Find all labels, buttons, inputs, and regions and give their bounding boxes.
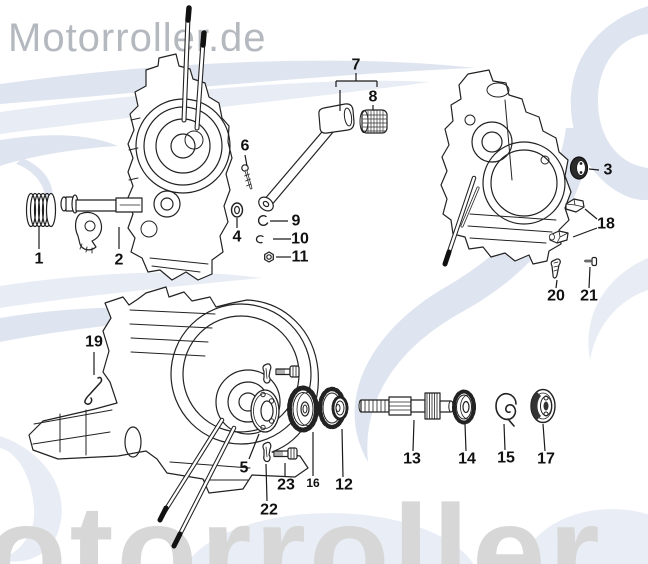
callout-3-label: 3 (604, 162, 613, 179)
watermark-swirls (0, 6, 648, 564)
callout-22-label: 22 (260, 502, 278, 519)
main-shaft-13-drawing (358, 392, 454, 420)
bolt-6-drawing (241, 164, 253, 190)
callout-5-label: 5 (240, 460, 249, 477)
callout-19-label: 19 (85, 334, 103, 351)
bearing-17-drawing (530, 388, 556, 424)
kickstarter-spring-drawing (25, 192, 57, 228)
callout-6-leader (244, 154, 248, 167)
brand-watermark-text: Motorroller.de (8, 16, 267, 60)
bearing-5-drawing (250, 389, 280, 433)
washer-4-drawing (230, 202, 244, 218)
callout-14-leader (464, 423, 467, 452)
screw-21-drawing (584, 256, 598, 267)
crankcase-half-left-drawing (440, 69, 572, 267)
spring-15-drawing (495, 392, 517, 427)
bolt-23-drawing (273, 447, 298, 460)
bottom-watermark-text: otorroller (0, 478, 603, 564)
kickstarter-spindle-drawing (60, 194, 143, 254)
callout-14-label: 14 (458, 451, 476, 468)
nut-11-drawing (264, 251, 274, 263)
callout-4-label: 4 (233, 229, 242, 246)
callout-6-label: 6 (241, 138, 250, 155)
callout-22-leader (265, 463, 268, 502)
crankcase-bottom-drawing (28, 286, 319, 549)
stud-bolts-top-drawing (181, 5, 207, 131)
line-art (25, 5, 598, 549)
gear-16-drawing (287, 385, 319, 433)
callout-12-label: 12 (335, 477, 353, 494)
callout-15-leader (503, 423, 506, 451)
wedge-22-drawing (262, 441, 272, 463)
gear-12-drawing (317, 386, 349, 430)
callout-15-label: 15 (497, 450, 515, 467)
callout-2-label: 2 (115, 252, 124, 269)
callout-18-label: 18 (597, 216, 615, 233)
callout-9-label: 9 (292, 213, 301, 230)
callout-7-label: 7 (352, 57, 361, 74)
callout-20-label: 20 (547, 288, 565, 305)
clip-10-drawing (255, 235, 264, 244)
callout-11-label: 11 (292, 249, 309, 266)
callout-21-label: 21 (580, 288, 598, 305)
oil-seal-3-drawing (569, 156, 589, 180)
callout-3-leader (588, 168, 600, 171)
clip-20-drawing (550, 258, 561, 279)
crankcase-half-right-drawing (126, 53, 233, 281)
callout-21-leader (588, 266, 591, 289)
callout-1-label: 1 (35, 251, 44, 268)
callout-8-label: 8 (369, 89, 378, 106)
callout-18-leader (584, 208, 598, 220)
wedge-upper-drawing (262, 363, 272, 384)
callout-10-label: 10 (291, 231, 309, 248)
kickstarter-lever-drawing (258, 103, 355, 212)
callout-5-leader (248, 433, 260, 460)
callout-16-label: 16 (306, 476, 320, 490)
kickstarter-rubber-drawing (359, 109, 388, 134)
callout-12-leader (341, 428, 344, 478)
callout-18-leader (572, 227, 598, 238)
bolt-upper-drawing (275, 365, 300, 378)
plugs-18-drawing (549, 198, 585, 244)
callout-23-label: 23 (277, 477, 295, 494)
callout-13-label: 13 (403, 451, 421, 468)
callout-20-leader (555, 279, 558, 289)
callout-17-label: 17 (537, 451, 555, 468)
circlip-9-drawing (257, 215, 269, 227)
callout-13-leader (412, 419, 415, 452)
callout-17-leader (542, 423, 546, 452)
gear-14-drawing (452, 389, 476, 425)
hook-19-drawing (84, 376, 103, 405)
